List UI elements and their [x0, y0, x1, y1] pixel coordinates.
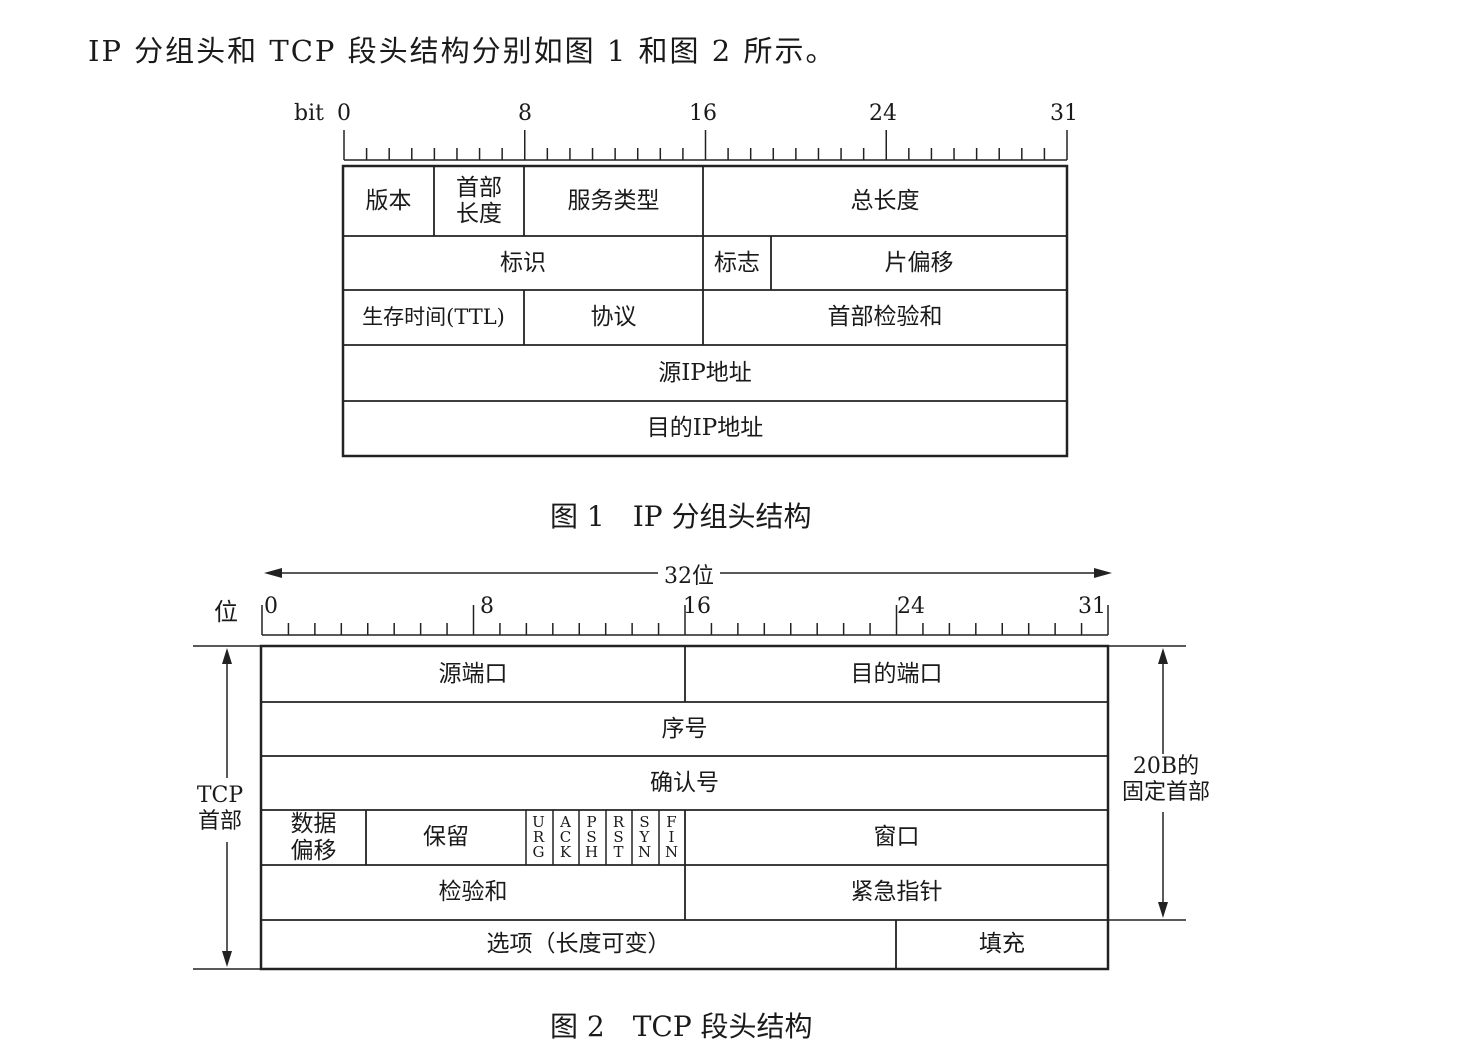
fig2-tick-label: 16: [683, 594, 711, 619]
fig1-total-length-field: 总长度: [850, 187, 920, 214]
fig2-tick-label: 31: [1078, 594, 1106, 619]
fig1-source-ip-field: 源IP地址: [658, 359, 752, 386]
fig2-data-offset-field: 数据 偏移: [290, 811, 337, 864]
fig2-sequence-number-field: 序号: [661, 715, 708, 742]
fig2-bit-label: 位: [214, 598, 238, 626]
intro-text: IP 分组头和 TCP 段头结构分别如图 1 和图 2 所示。: [88, 34, 837, 68]
fig2-tick-label: 8: [480, 594, 494, 619]
fig2-tcp-header-label: TCP 首部: [194, 783, 246, 836]
fig2-table-lines: [259, 644, 1110, 971]
fig1-flags-field: 标志: [714, 249, 760, 276]
fig1-destination-ip-field: 目的IP地址: [646, 415, 764, 442]
fig1-tick-label: 8: [518, 101, 532, 126]
fig1-tick-label: 24: [869, 101, 897, 126]
fig2-padding-field: 填充: [979, 931, 1025, 958]
fig1-caption: 图 1 IP 分组头结构: [550, 500, 812, 533]
fig2-fixed-header-label: 20B的 固定首部: [1114, 754, 1218, 807]
fig2-caption: 图 2 TCP 段头结构: [550, 1010, 813, 1043]
fig1-ttl-field: 生存时间(TTL): [362, 305, 505, 330]
fig1-protocol-field: 协议: [590, 304, 637, 331]
fig2-source-port-field: 源端口: [438, 660, 508, 687]
fig1-ihl-field: 首部 长度: [456, 174, 502, 227]
fig2-width-label: 32位: [662, 558, 716, 590]
fig2-destination-port-field: 目的端口: [850, 660, 943, 687]
fig2-bit-ruler: [261, 605, 1109, 636]
fig1-tick-label: 31: [1050, 101, 1078, 126]
fig1-version-field: 版本: [365, 187, 412, 214]
fig2-ack-number-field: 确认号: [650, 769, 719, 796]
fig2-options-field: 选项（长度可变）: [486, 931, 671, 958]
fig1-tos-field: 服务类型: [567, 187, 660, 214]
fig2-window-field: 窗口: [873, 824, 920, 851]
fig1-bit-label: bit: [294, 101, 324, 126]
fig1-tick-label: 0: [337, 101, 351, 126]
fig1-header-checksum-field: 首部检验和: [827, 304, 943, 331]
fig2-tick-label: 0: [264, 594, 278, 619]
fig2-width-arrow: [264, 568, 1112, 578]
fig2-reserved-field: 保留: [423, 824, 469, 851]
fig1-tick-label: 16: [689, 101, 717, 126]
fig1-fragment-offset-field: 片偏移: [884, 249, 954, 276]
fig2-tick-label: 24: [897, 594, 925, 619]
fig1-identification-field: 标识: [500, 249, 546, 276]
fig1-bit-ruler: [343, 130, 1068, 161]
fig2-checksum-field: 检验和: [438, 879, 508, 906]
fig2-urgent-pointer-field: 紧急指针: [850, 879, 943, 906]
fig2-side-markers: [193, 645, 1186, 970]
fig1-table-lines: [341, 164, 1069, 458]
